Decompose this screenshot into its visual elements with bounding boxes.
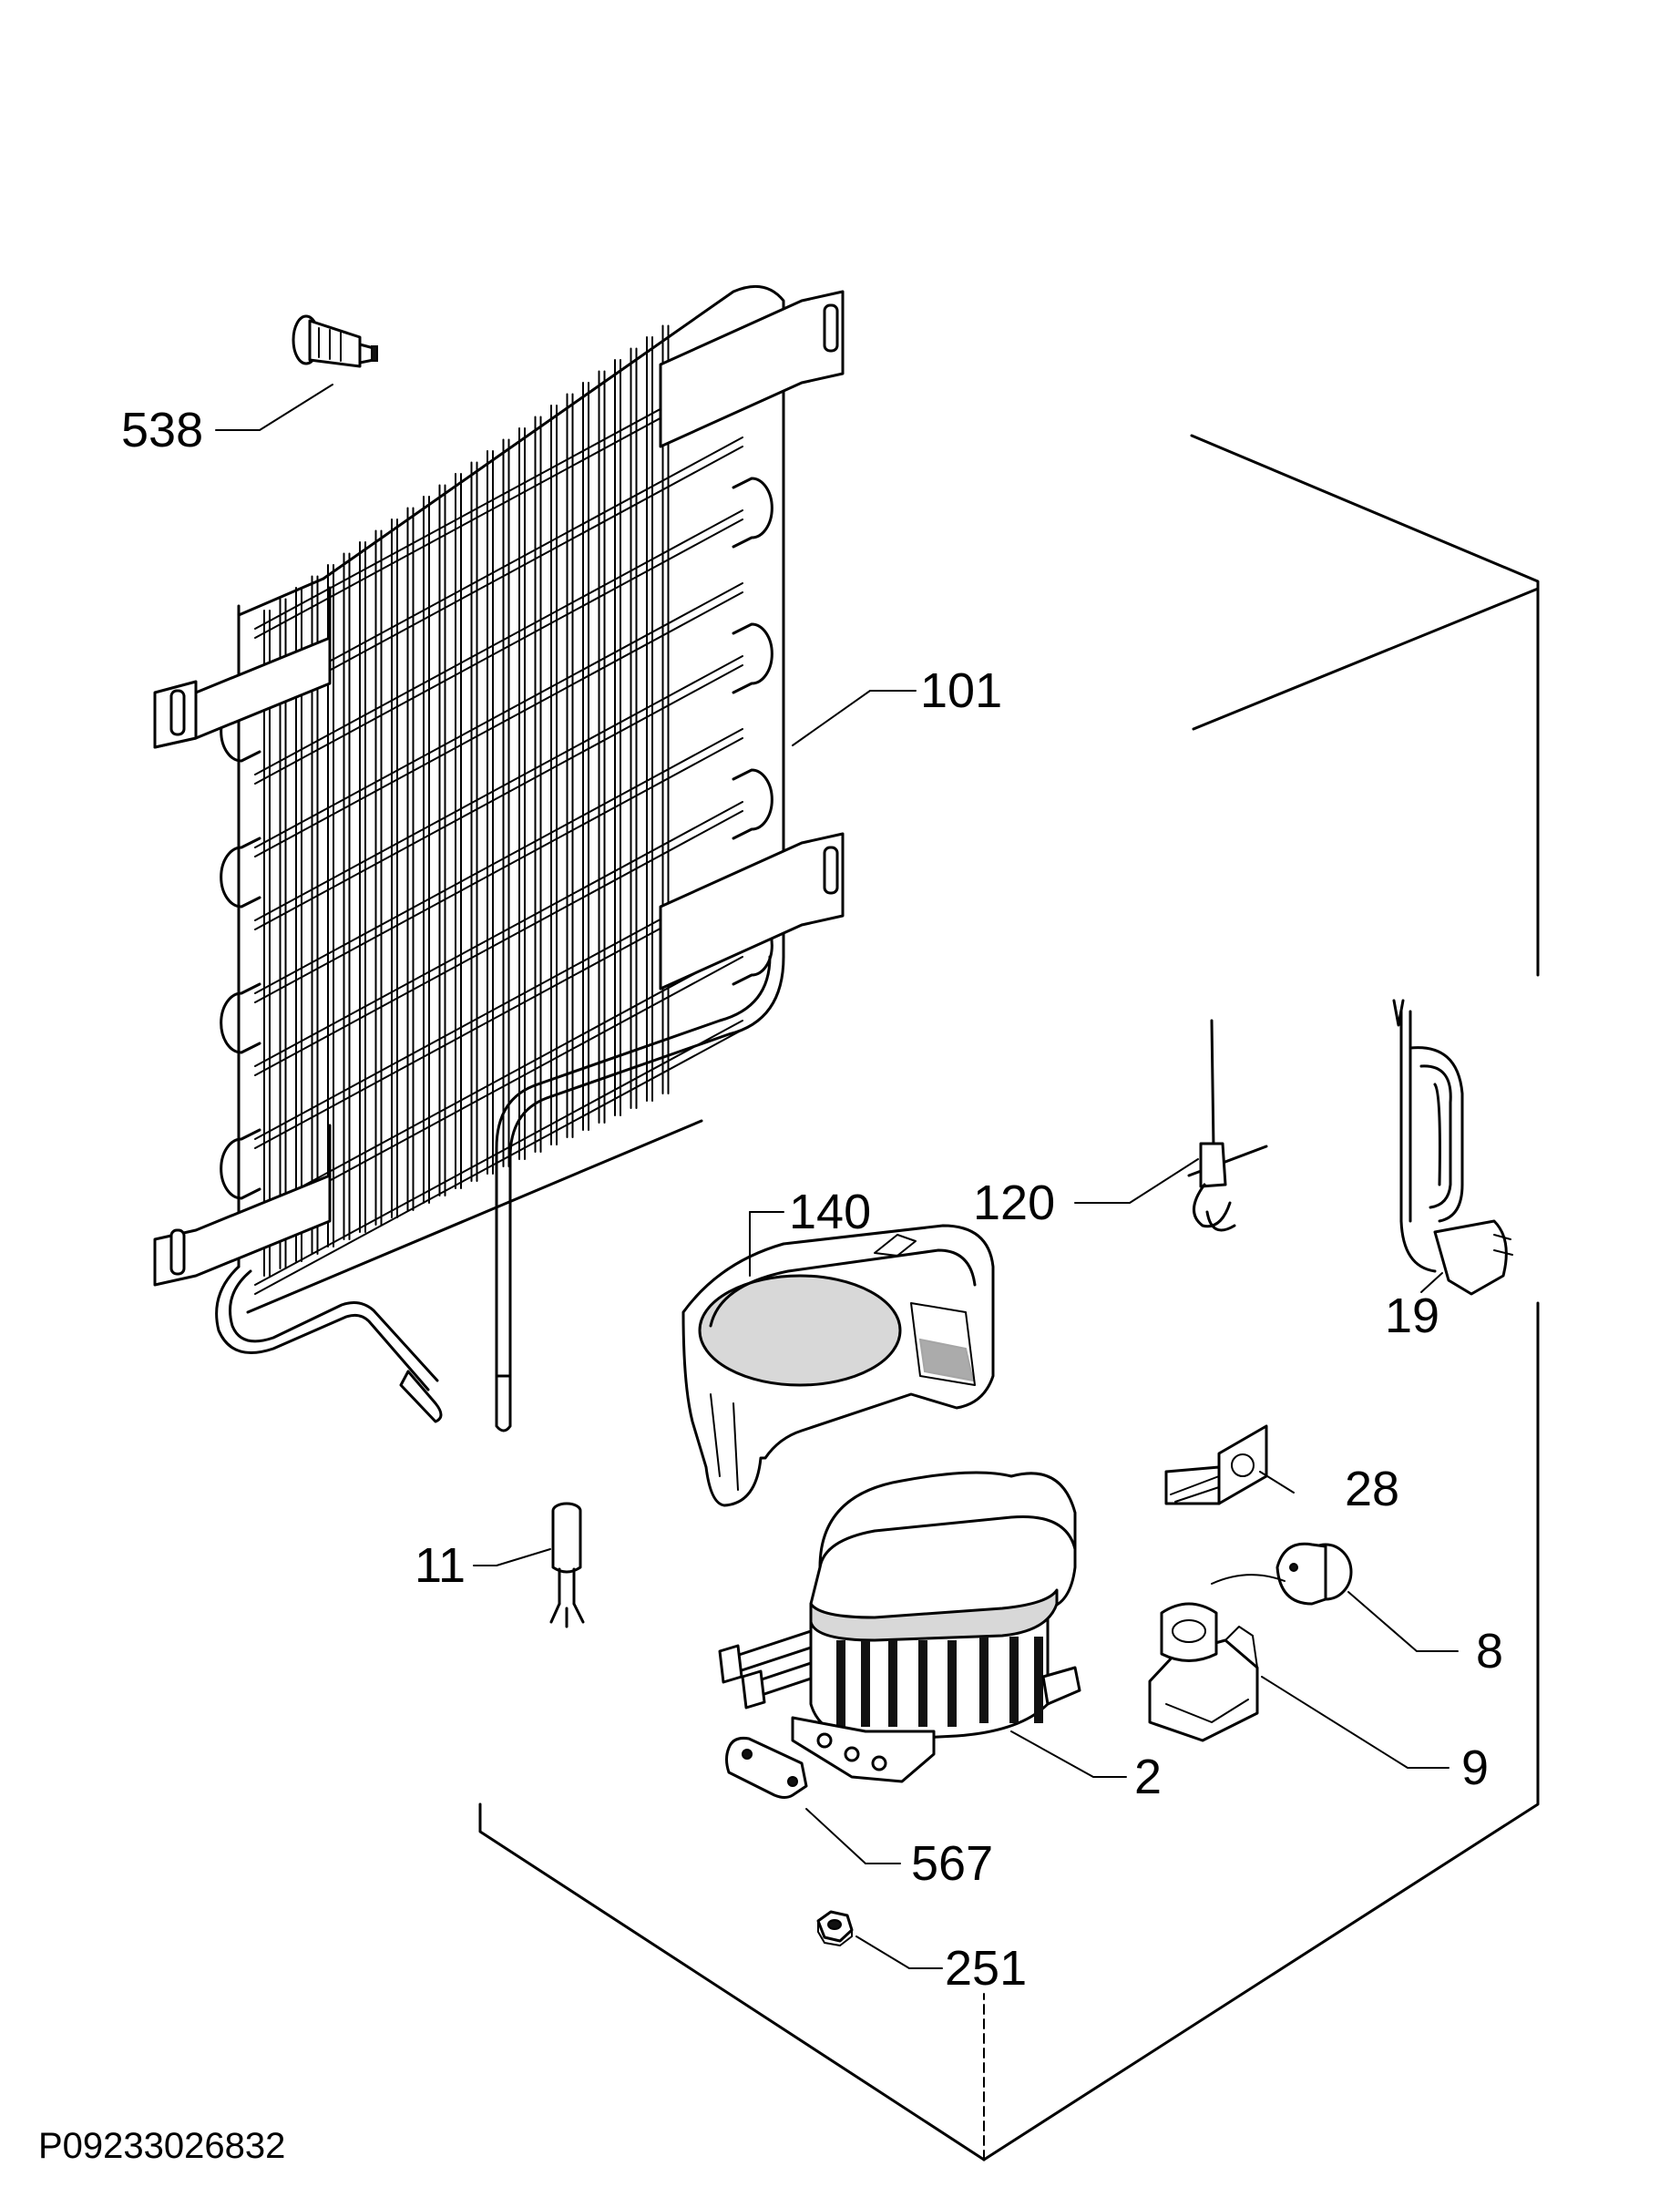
condenser-tube (254, 801, 743, 1067)
compressor-stripe (979, 1637, 989, 1723)
condenser-tube (254, 509, 743, 775)
compressor-stripe (1009, 1637, 1019, 1723)
compressor-stripe (948, 1640, 957, 1727)
label-part-101: 101 (920, 663, 1002, 718)
filter-120 (1187, 1019, 1268, 1232)
valve-11 (549, 1502, 585, 1628)
condenser-tube (254, 737, 743, 1003)
plate-567 (725, 1737, 808, 1799)
condenser-tube (254, 436, 743, 703)
power-cable-19 (1392, 999, 1513, 1296)
condenser-wire-grid (263, 324, 670, 1277)
condenser-tubes (254, 364, 743, 1295)
clip-538 (292, 314, 378, 368)
condenser-tube (254, 956, 743, 1222)
part-labels: 538 101 140 120 19 28 11 8 9 2 567 251 (121, 403, 1503, 1996)
condenser-tube (254, 655, 743, 921)
condenser-tube (254, 947, 743, 1213)
label-part-120: 120 (973, 1176, 1055, 1230)
compressor-stripes (836, 1637, 1043, 1727)
label-part-19: 19 (1385, 1289, 1439, 1343)
compressor-stripe (836, 1640, 845, 1727)
label-part-2: 2 (1134, 1750, 1162, 1804)
label-part-9: 9 (1461, 1740, 1489, 1795)
cabinet-outline (478, 434, 1540, 2161)
compressor-stripe (861, 1640, 870, 1727)
condenser-tube (254, 1020, 743, 1286)
bracket-28 (1164, 1424, 1268, 1505)
condenser-tube (254, 664, 743, 930)
label-part-28: 28 (1345, 1462, 1399, 1516)
compressor-stripe (1034, 1637, 1043, 1723)
label-part-538: 538 (121, 403, 203, 457)
label-part-11: 11 (415, 1538, 466, 1593)
condenser-tube (254, 519, 743, 785)
relay-9 (1148, 1602, 1259, 1742)
condenser-101 (153, 284, 845, 1432)
condenser-tube (254, 728, 743, 994)
label-part-8: 8 (1476, 1624, 1503, 1679)
condenser-tube (254, 582, 743, 848)
label-part-567: 567 (911, 1836, 993, 1891)
label-part-140: 140 (789, 1185, 871, 1239)
drawing-code: P09233026832 (38, 2126, 285, 2166)
compressor-stripe (918, 1640, 927, 1727)
compressor-2 (718, 1471, 1081, 1783)
thermal-protector-8 (1211, 1542, 1353, 1606)
cover-140 (681, 1224, 995, 1507)
condenser-tube (254, 591, 743, 857)
condenser-tube (254, 810, 743, 1076)
compressor-stripe (888, 1640, 897, 1727)
label-part-251: 251 (945, 1941, 1027, 1996)
leader-lines (215, 384, 1459, 1969)
condenser-tube (254, 1029, 743, 1295)
condenser-tube (254, 446, 743, 712)
nut-251 (816, 1910, 854, 1946)
